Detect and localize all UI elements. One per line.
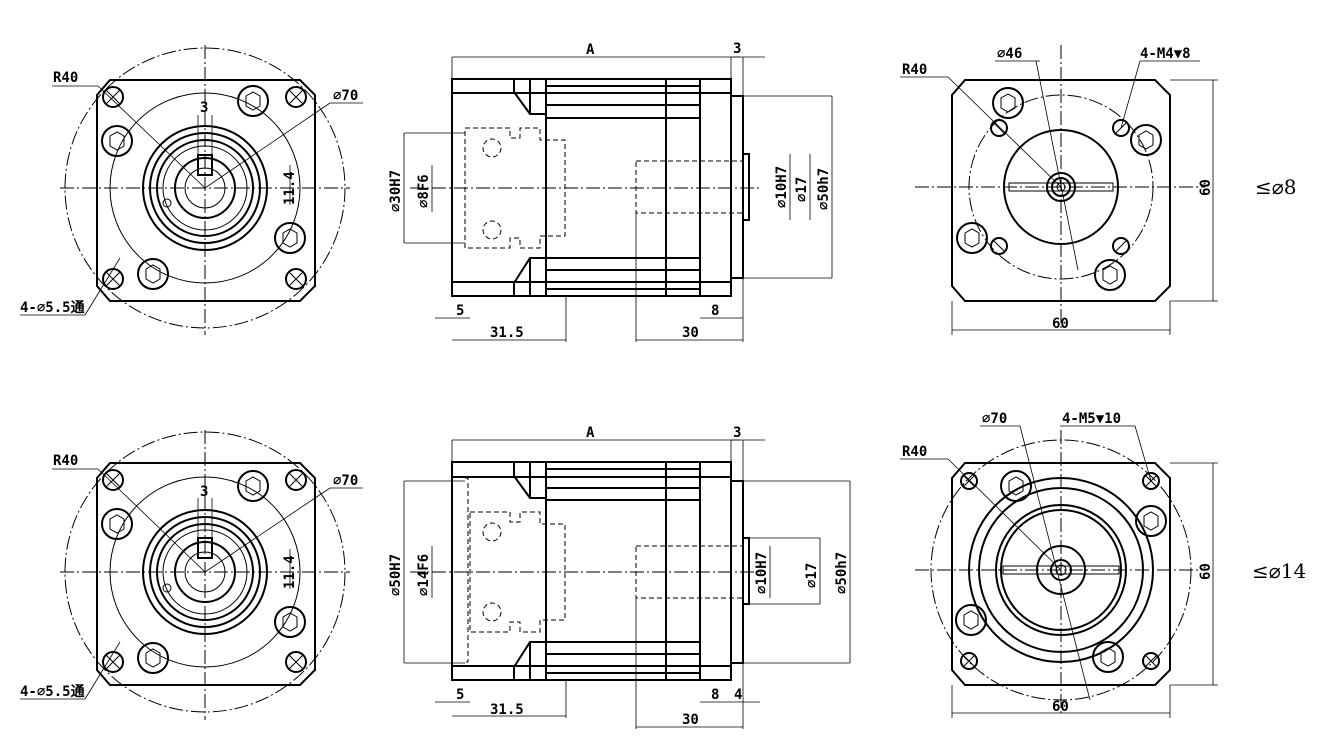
bottom-flange-key-label: 3 (200, 484, 208, 500)
top-side-pilot-label: ⌀50h7 (816, 168, 832, 210)
top-output-pcd-label: ⌀46 (997, 46, 1022, 62)
bottom-side-out-len-label: 30 (682, 712, 699, 728)
bottom-side-a-label: A (586, 425, 595, 441)
bottom-side-bore-label: ⌀50H7 (388, 554, 404, 596)
bottom-output-pcd-label: ⌀70 (982, 411, 1007, 427)
top-side-len-label: 31.5 (490, 325, 524, 341)
bottom-side-out-collar-label: ⌀17 (804, 563, 820, 588)
bottom-side-pilot-label: ⌀50h7 (834, 552, 850, 594)
bottom-side-small2-label: 4 (734, 687, 742, 703)
bottom-side-section-view: A 3 ⌀50H7 ⌀14F6 ⌀10H7 ⌀17 ⌀50h7 5 31.5 3… (388, 425, 851, 729)
top-side-gap-label: 3 (733, 41, 741, 57)
top-output-tap-label: 4-M4▼8 (1140, 46, 1191, 62)
bottom-side-len-label: 31.5 (490, 702, 524, 718)
bottom-shaft-limit: ≤⌀14 (1252, 559, 1306, 583)
top-output-square-label: 60 (1198, 179, 1214, 196)
top-input-flange-view: R40 ⌀70 3 11.4 4-⌀5.5通 (20, 45, 363, 335)
bottom-flange-r-label: R40 (53, 453, 78, 469)
bottom-side-shaft-in-label: ⌀14F6 (416, 554, 432, 596)
top-side-out-shaft-label: ⌀10H7 (774, 166, 790, 208)
bottom-side-out-shaft-label: ⌀10H7 (754, 552, 770, 594)
top-output-width-label: 60 (1052, 316, 1069, 332)
bottom-output-square-label: 60 (1198, 563, 1214, 580)
top-flange-holes-label: 4-⌀5.5通 (20, 300, 85, 316)
bottom-side-gap-label: 3 (733, 425, 741, 441)
top-side-shaft-in-label: ⌀8F6 (416, 174, 432, 208)
bottom-side-small-label: 8 (711, 687, 719, 703)
bottom-flange-holes-label: 4-⌀5.5通 (20, 684, 85, 700)
top-flange-r-label: R40 (53, 70, 78, 86)
bottom-input-flange-view: R40 ⌀70 3 11.4 4-⌀5.5通 (20, 430, 363, 720)
top-side-section-view: A 3 ⌀30H7 ⌀8F6 ⌀10H7 ⌀17 ⌀50h7 5 31.5 30… (388, 41, 833, 342)
top-side-a-label: A (586, 42, 595, 58)
top-output-flange-view: R40 ⌀46 4-M4▼8 60 60 (900, 45, 1218, 335)
top-output-r-label: R40 (902, 62, 927, 78)
top-side-left-label: 5 (456, 303, 464, 319)
top-side-out-len-label: 30 (682, 325, 699, 341)
top-side-bore-label: ⌀30H7 (388, 170, 404, 212)
bottom-output-width-label: 60 (1052, 699, 1069, 715)
bottom-output-tap-label: 4-M5▼10 (1062, 411, 1121, 427)
top-flange-key-label: 3 (200, 100, 208, 116)
bottom-side-left-label: 5 (456, 687, 464, 703)
top-side-out-collar-label: ⌀17 (794, 177, 810, 202)
bottom-output-r-label: R40 (902, 444, 927, 460)
bottom-flange-height-label: 11.4 (282, 555, 298, 589)
bottom-output-flange-view: R40 ⌀70 4-M5▼10 60 60 (900, 411, 1218, 718)
top-side-small-label: 8 (711, 303, 719, 319)
bottom-flange-dia-label: ⌀70 (333, 473, 358, 489)
top-flange-height-label: 11.4 (282, 171, 298, 205)
top-shaft-limit: ≤⌀8 (1255, 175, 1297, 199)
top-flange-dia-label: ⌀70 (333, 88, 358, 104)
